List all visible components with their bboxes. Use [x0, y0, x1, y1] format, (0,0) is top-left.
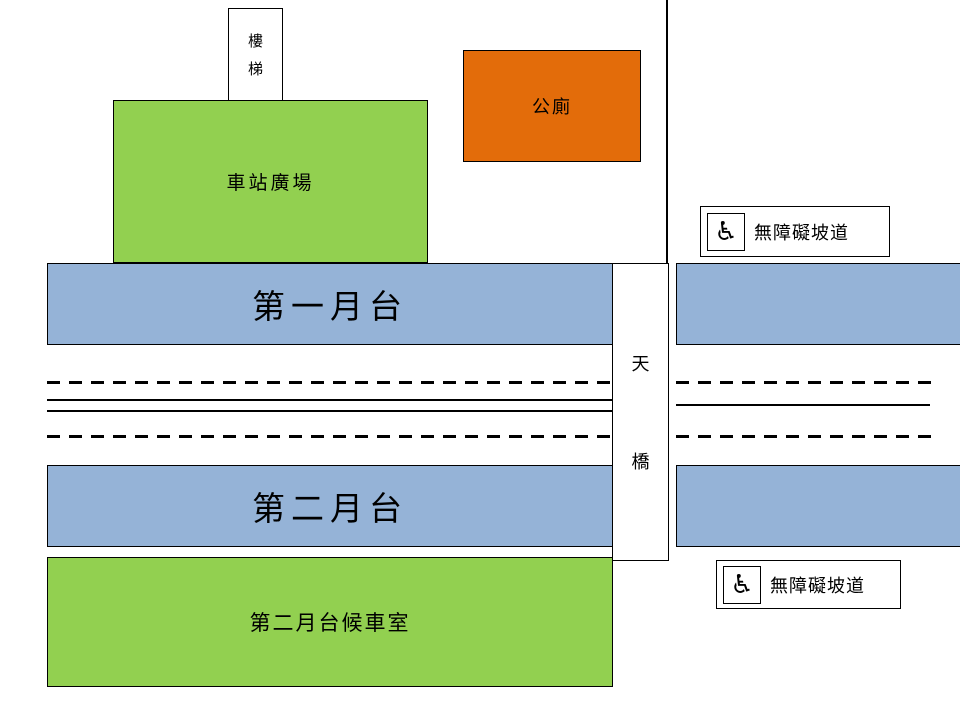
accessible-ramp-label-top: ♿ 無障礙坡道 — [700, 206, 890, 257]
station-plaza-label: 車站廣場 — [226, 172, 315, 194]
stairs-box: 樓 梯 — [228, 8, 283, 101]
platform2-label: 第二月台 — [252, 489, 408, 528]
wheelchair-icon: ♿ — [714, 216, 738, 247]
wheelchair-icon-box-top: ♿ — [707, 212, 745, 251]
accessible-ramp-text-top: 無障礙坡道 — [754, 222, 849, 244]
footbridge-label-char1: 天 — [631, 354, 650, 375]
track-dashed-line-lower-left — [47, 435, 613, 438]
platform1-label: 第一月台 — [252, 287, 408, 326]
stairs-label-char1: 樓 — [247, 32, 263, 50]
station-plaza-box: 車站廣場 — [113, 100, 428, 263]
footbridge-box: 天 橋 — [612, 263, 669, 561]
waiting-room-box: 第二月台候車室 — [47, 557, 613, 687]
public-toilet-box: 公廁 — [463, 50, 641, 162]
track-solid-line-right — [676, 404, 930, 406]
footbridge-label-char2: 橋 — [631, 452, 650, 473]
waiting-room-label: 第二月台候車室 — [249, 611, 411, 635]
accessible-ramp-text-bottom: 無障礙坡道 — [770, 575, 865, 597]
wheelchair-icon: ♿ — [730, 569, 754, 600]
track-solid-line-left-b — [47, 410, 613, 412]
track-dashed-line-upper-right — [676, 381, 938, 384]
stairs-label-char2: 梯 — [247, 60, 263, 78]
track-dashed-line-lower-right — [676, 435, 938, 438]
platform1-box: 第一月台 — [47, 263, 613, 345]
platform1-box-right-segment — [676, 263, 960, 345]
track-dashed-line-upper-left — [47, 381, 613, 384]
accessible-ramp-label-bottom: ♿ 無障礙坡道 — [716, 560, 901, 609]
platform2-box: 第二月台 — [47, 465, 613, 547]
track-solid-line-left-a — [47, 399, 613, 401]
public-toilet-label: 公廁 — [532, 97, 572, 118]
platform2-box-right-segment — [676, 465, 960, 547]
wheelchair-icon-box-bottom: ♿ — [723, 565, 761, 604]
